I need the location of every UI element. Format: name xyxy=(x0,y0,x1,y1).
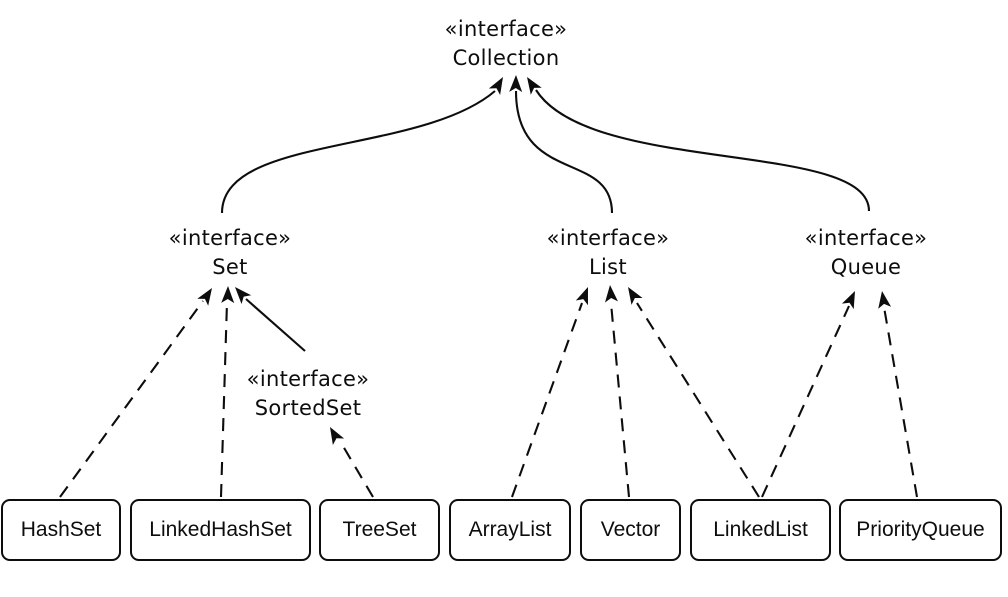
stereotype-label: «interface» xyxy=(546,226,670,250)
class-box-treeset: TreeSet xyxy=(319,499,440,561)
edge-priorityqueue-to-queue xyxy=(882,306,919,498)
arrowhead-sortedset-to-set xyxy=(235,287,252,304)
class-box-priorityqueue: PriorityQueue xyxy=(839,499,1002,561)
interface-name-queue: Queue xyxy=(830,255,902,279)
arrowhead-set-to-collection xyxy=(488,77,503,95)
interface-name-list: List xyxy=(589,255,627,279)
interface-name-set: Set xyxy=(212,255,248,279)
arrowhead-vector-to-list xyxy=(605,285,618,303)
interface-node-queue: «interface» Queue xyxy=(736,224,996,282)
edge-hashset-to-set xyxy=(59,300,204,498)
arrowhead-linkedlist-to-queue xyxy=(841,291,855,310)
interface-name-collection: Collection xyxy=(452,46,560,70)
arrowhead-linkedhashset-to-set xyxy=(221,286,235,304)
interface-node-list: «interface» List xyxy=(478,224,738,282)
edge-list-to-collection xyxy=(514,90,614,214)
edge-treeset-to-sortedset xyxy=(339,440,374,498)
edge-vector-to-list xyxy=(609,302,631,498)
arrowhead-linkedlist-to-list xyxy=(628,287,643,305)
stereotype-label: «interface» xyxy=(168,226,292,250)
interface-node-set: «interface» Set xyxy=(100,224,360,282)
stereotype-label: «interface» xyxy=(246,367,370,391)
edge-linkedlist-to-list xyxy=(636,302,760,498)
interface-node-sortedset: «interface» SortedSet xyxy=(178,365,438,423)
interface-name-sortedset: SortedSet xyxy=(254,396,362,420)
edge-linkedhashset-to-set xyxy=(219,301,229,498)
arrowhead-queue-to-collection xyxy=(527,77,542,95)
arrowhead-treeset-to-sortedset xyxy=(330,427,345,445)
class-box-linkedlist: LinkedList xyxy=(690,499,831,561)
stereotype-label: «interface» xyxy=(444,17,568,41)
arrowhead-hashset-to-set xyxy=(197,288,212,306)
edge-linkedlist-to-queue xyxy=(761,305,850,498)
arrowhead-arraylist-to-list xyxy=(575,287,588,306)
edge-arraylist-to-list xyxy=(511,302,583,498)
arrowhead-list-to-collection xyxy=(509,75,523,93)
class-box-vector: Vector xyxy=(580,499,681,561)
edge-sortedset-to-set xyxy=(245,298,306,352)
edge-set-to-collection xyxy=(220,90,496,214)
class-box-linkedhashset: LinkedHashSet xyxy=(130,499,311,561)
arrowhead-priorityqueue-to-queue xyxy=(878,291,892,309)
interface-node-collection: «interface» Collection xyxy=(376,15,636,73)
edge-queue-to-collection xyxy=(535,89,871,212)
class-box-hashset: HashSet xyxy=(1,499,121,561)
class-box-arraylist: ArrayList xyxy=(449,499,571,561)
stereotype-label: «interface» xyxy=(804,226,928,250)
